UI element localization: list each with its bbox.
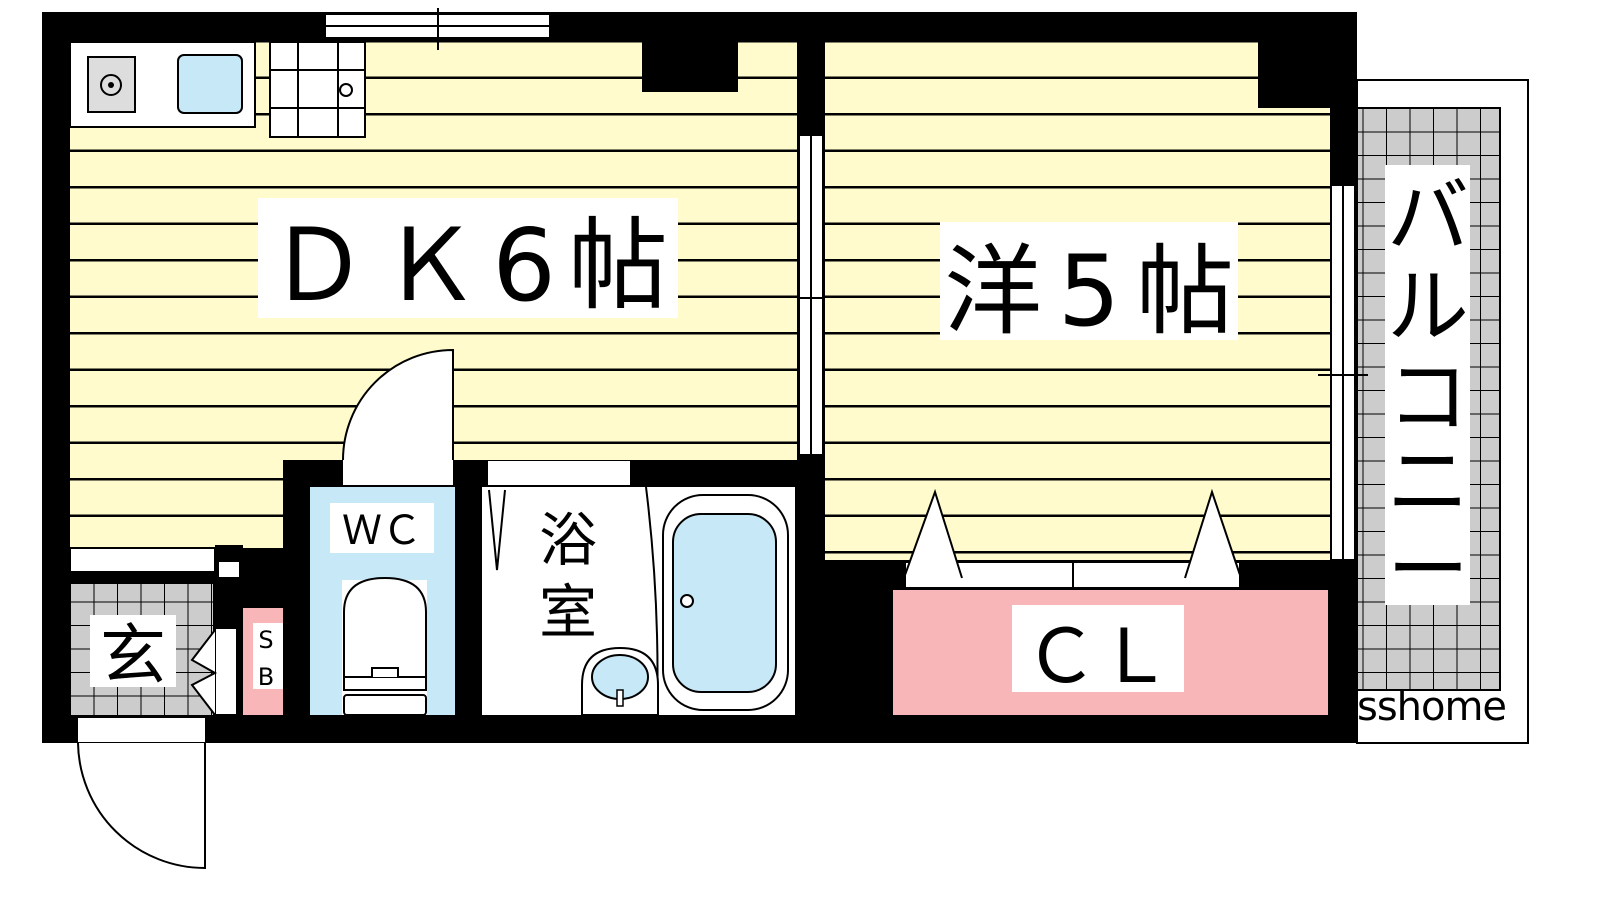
bath-folding-door [488, 489, 506, 571]
watermark: sshome [1357, 684, 1507, 730]
sink-icon [177, 54, 243, 114]
washbasin-icon [581, 646, 659, 716]
bath-label-1: 浴 [539, 506, 597, 574]
western-pillar [1258, 42, 1330, 108]
balcony-label-2: ル [1387, 260, 1469, 355]
toilet-icon [342, 576, 427, 716]
pillar [642, 42, 738, 92]
balcony [1356, 79, 1529, 744]
wc-label: ＷＣ [342, 508, 422, 554]
balcony-label-5: ー [1387, 523, 1469, 618]
balcony-window [1318, 184, 1368, 561]
balcony-label-1: バ [1387, 170, 1469, 265]
shoebox-label-s: S [258, 626, 273, 654]
dk-lower-floor [70, 460, 283, 548]
entrance-door [77, 718, 206, 870]
balcony-label-3: コ [1387, 350, 1469, 445]
shoebox-doors [190, 627, 238, 716]
wc-door [342, 348, 454, 485]
sliding-door-partition [798, 134, 824, 456]
closet-doors [904, 488, 1241, 589]
entrance-step [69, 547, 216, 573]
western-room-label: 洋5帖 [944, 235, 1234, 349]
balcony-label-4: ニ [1387, 435, 1469, 530]
closet-label: ＣＬ [1024, 614, 1172, 700]
entrance-label: 玄 [100, 617, 166, 694]
bath-door [488, 461, 630, 485]
top-window [324, 8, 551, 50]
shoebox-label-b: B [258, 663, 274, 691]
bathtub-icon [645, 486, 789, 716]
fridge-space [269, 41, 366, 138]
bath-label-2: 室 [539, 578, 597, 646]
dk-room-label: ＤＫ6帖 [268, 207, 668, 324]
kitchen-counter [69, 41, 256, 128]
